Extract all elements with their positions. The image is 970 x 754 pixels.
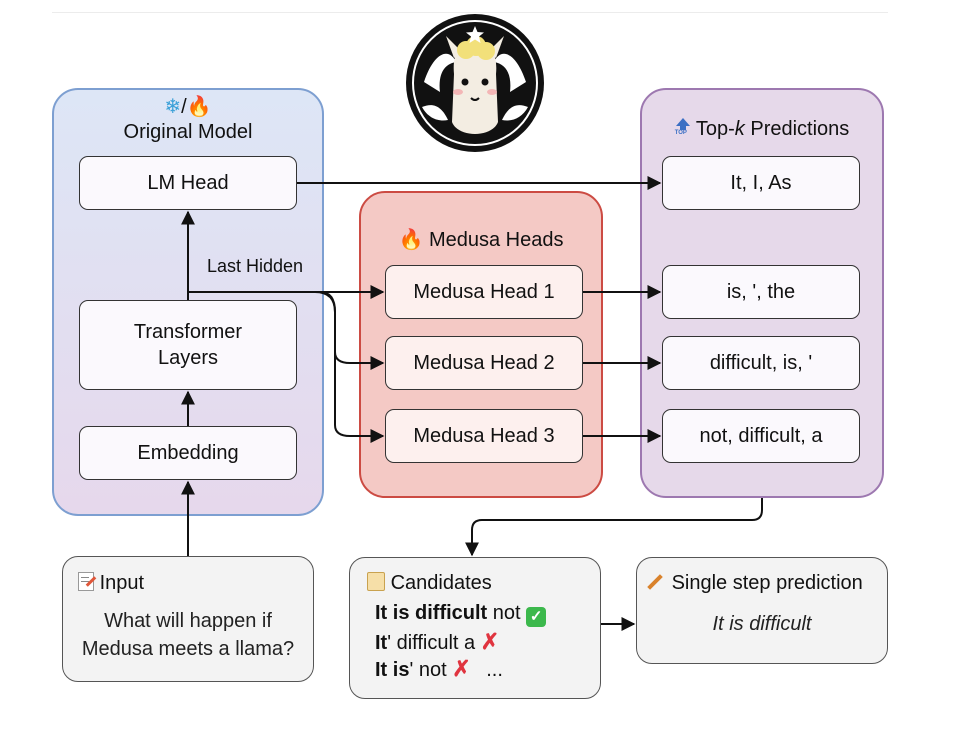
lm-head-box: LM Head bbox=[79, 156, 297, 210]
medusa-heads-title-row: 🔥 Medusa Heads bbox=[359, 227, 603, 252]
medusa-head-3: Medusa Head 3 bbox=[385, 409, 583, 463]
memo-icon bbox=[78, 572, 97, 591]
medusa-heads-title: Medusa Heads bbox=[428, 229, 564, 251]
input-text: What will happen if Medusa meets a llama… bbox=[62, 607, 314, 663]
input-title-row: Input bbox=[78, 572, 144, 595]
single-step-title: Single step prediction bbox=[671, 572, 863, 594]
candidate-row-2: It' difficult a ✗ bbox=[375, 629, 499, 655]
medusa-head-1: Medusa Head 1 bbox=[385, 265, 583, 319]
transformer-layers-box: Transformer Layers bbox=[79, 300, 297, 390]
candidate-rest: not bbox=[487, 602, 521, 624]
medusa-head-label: Medusa Head 1 bbox=[413, 281, 555, 303]
fire-icon: 🔥 bbox=[398, 229, 424, 251]
topk-title-prefix: Top- bbox=[695, 118, 735, 140]
top-divider bbox=[52, 12, 888, 13]
input-title: Input bbox=[99, 572, 145, 594]
topk-title-row: TOP Top-k Predictions bbox=[640, 118, 884, 141]
medusa-llama-logo bbox=[406, 14, 544, 152]
topk-prediction-2: is, ', the bbox=[662, 265, 860, 319]
check-icon: ✓ bbox=[526, 607, 547, 627]
pen-icon bbox=[647, 574, 663, 590]
cross-icon: ✗ bbox=[480, 629, 500, 654]
topk-prediction-1: It, I, As bbox=[662, 156, 860, 210]
scroll-icon bbox=[367, 572, 385, 591]
topk-title-suffix: Predictions bbox=[744, 118, 850, 140]
embedding-label: Embedding bbox=[137, 442, 239, 464]
transformer-label-line1: Transformer bbox=[133, 321, 243, 343]
medusa-head-label: Medusa Head 2 bbox=[413, 352, 555, 374]
prediction-label: It, I, As bbox=[730, 172, 792, 194]
candidates-title: Candidates bbox=[390, 572, 492, 594]
topk-title-k: k bbox=[734, 118, 745, 140]
cross-icon: ✗ bbox=[452, 656, 471, 681]
snowflake-icon: ❄ bbox=[164, 96, 182, 118]
embedding-box: Embedding bbox=[79, 426, 297, 480]
prediction-label: difficult, is, ' bbox=[709, 352, 813, 374]
original-model-title: Original Model bbox=[123, 121, 253, 143]
single-step-box bbox=[636, 557, 888, 664]
candidate-ellipsis: ... bbox=[486, 659, 503, 681]
input-text-line2: Medusa meets a llama? bbox=[81, 638, 295, 660]
topk-prediction-3: difficult, is, ' bbox=[662, 336, 860, 390]
prediction-label: is, ', the bbox=[726, 281, 796, 303]
candidate-rest: ' difficult a bbox=[387, 632, 476, 654]
candidate-bold: It is difficult bbox=[375, 602, 488, 624]
medusa-head-2: Medusa Head 2 bbox=[385, 336, 583, 390]
fire-icon: 🔥 bbox=[186, 96, 212, 118]
medusa-head-label: Medusa Head 3 bbox=[413, 425, 555, 447]
prediction-label: not, difficult, a bbox=[699, 425, 823, 447]
last-hidden-label: Last Hidden bbox=[207, 256, 304, 276]
candidate-row-3: It is' not ✗ ... bbox=[375, 656, 503, 682]
candidate-rest: ' not bbox=[409, 659, 447, 681]
icon-separator: / bbox=[181, 96, 187, 118]
lm-head-label: LM Head bbox=[147, 172, 229, 194]
candidate-bold: It is bbox=[375, 659, 410, 681]
topk-prediction-4: not, difficult, a bbox=[662, 409, 860, 463]
candidate-bold: It bbox=[375, 632, 388, 654]
candidate-row-1: It is difficult not ✓ bbox=[375, 602, 547, 627]
candidates-box bbox=[349, 557, 601, 699]
original-model-title-icons: ❄/🔥 bbox=[52, 94, 324, 119]
top-arrow-icon: TOP bbox=[675, 118, 691, 138]
input-text-line1: What will happen if bbox=[104, 610, 272, 632]
input-box bbox=[62, 556, 314, 682]
transformer-label-line2: Layers bbox=[157, 347, 219, 369]
single-step-text: It is difficult bbox=[712, 613, 812, 635]
arrow-topk-to-candidates bbox=[465, 498, 763, 557]
single-step-title-row: Single step prediction bbox=[646, 572, 863, 595]
candidates-title-row: Candidates bbox=[367, 572, 492, 595]
